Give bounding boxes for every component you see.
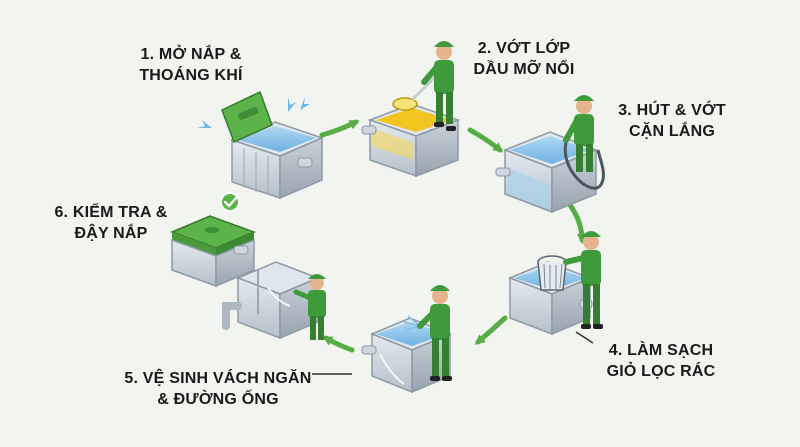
arrow-4-to-5 [474,315,508,345]
vent-arrow [300,97,310,110]
vent-arrow [197,120,212,128]
worker-step-4 [563,231,603,329]
skimmer-net [392,97,418,111]
worker-step-5 [417,285,452,381]
check-icon [220,192,240,212]
step-2-line-2: DẦU MỠ NỔI [473,61,575,78]
worker-step-3 [563,95,594,172]
step-3-line-1: 3. HÚT & VỚT [618,102,726,119]
step-3-label: 3. HÚT & VỚT CẶN LẮNG [612,100,732,142]
leader-line-4 [575,331,594,344]
arrow-3-to-4 [567,202,587,244]
step-2-label: 2. VỚT LỚP DẦU MỠ NỔI [464,38,584,80]
tank-partitions [222,261,321,340]
flow-arrows [319,119,587,353]
tank-step-2 [361,70,461,178]
worker-step-2 [421,41,456,131]
step-4-label: 4. LÀM SẠCH GIỎ LỌC RÁC [596,340,726,382]
vent-arrow [288,97,296,112]
arrow-1-to-2 [319,119,360,138]
step-6-label: 6. KIỂM TRA & ĐẬY NẮP [46,202,176,244]
outlet-pipe [222,302,242,330]
arrow-2-to-3 [467,127,504,153]
tank-step-3 [495,131,605,214]
arrow-5-to-6 [322,335,355,353]
step-5-label: 5. VỆ SINH VÁCH NGĂN & ĐƯỜNG ỐNG [118,368,318,410]
step-5-line-2: & ĐƯỜNG ỐNG [157,391,279,408]
step-3-line-2: CẶN LẮNG [628,123,716,140]
tank-step-4 [507,255,593,336]
step-5-line-1: 5. VỆ SINH VÁCH NGĂN [124,370,312,387]
worker-step-5b [293,274,326,340]
step-4-line-2: GIỎ LỌC RÁC [606,363,716,380]
tank-step-5 [361,315,452,394]
step-6-line-2: ĐẬY NẮP [74,225,148,242]
suction-hose [563,141,605,190]
tank-step-6 [169,192,257,288]
step-2-line-1: 2. VỚT LỚP [477,40,571,57]
filter-basket [537,255,567,291]
tank-step-1 [197,90,325,200]
step-1-line-2: THOÁNG KHÍ [139,67,243,84]
step-4-line-1: 4. LÀM SẠCH [608,342,714,359]
step-1-label: 1. MỞ NẮP & THOÁNG KHÍ [126,44,256,86]
step-1-line-1: 1. MỞ NẮP & [140,46,242,63]
step-6-line-1: 6. KIỂM TRA & [54,204,168,221]
